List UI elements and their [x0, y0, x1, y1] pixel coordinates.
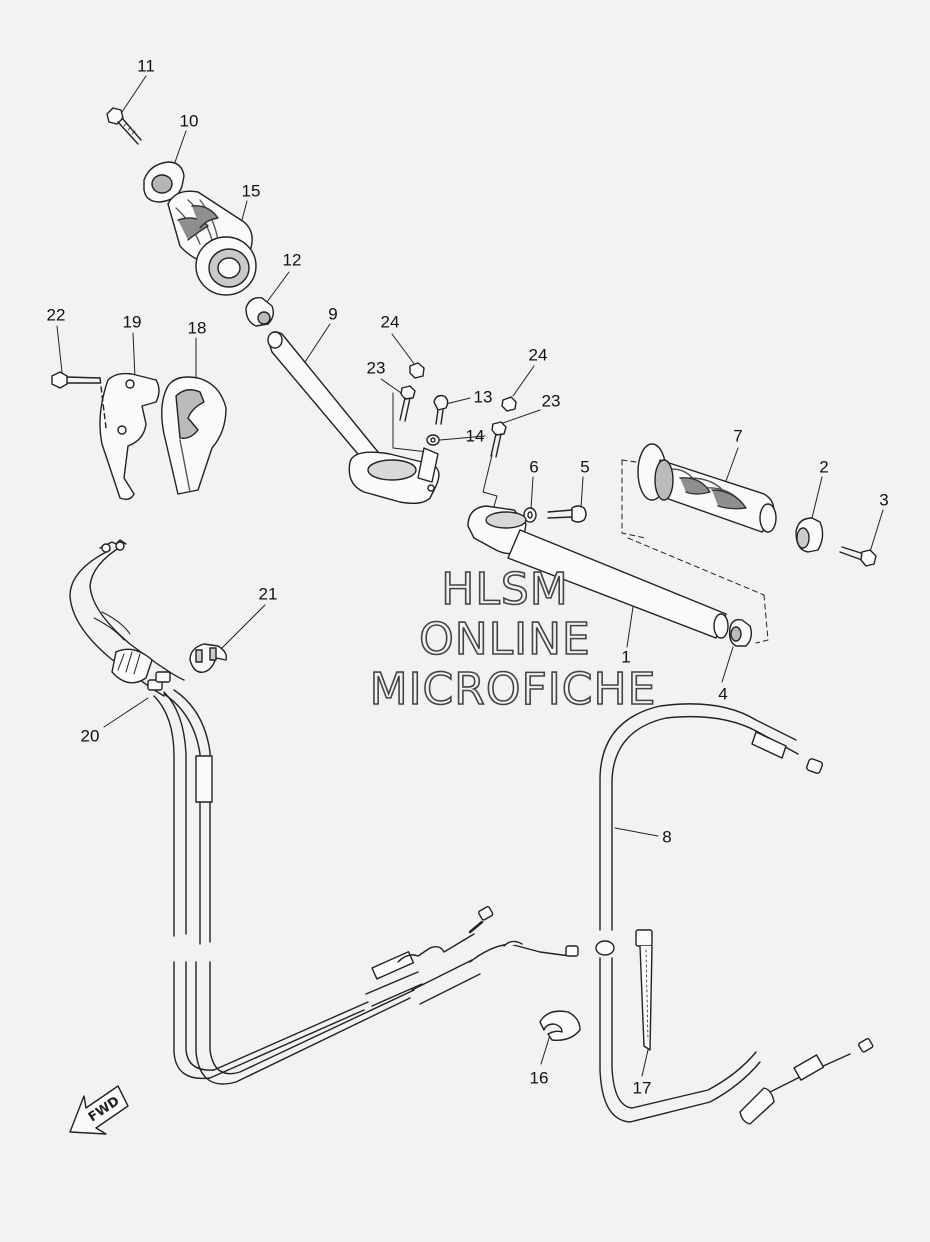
- part-23-bolt-right: [490, 421, 507, 458]
- part-10-bar-end: [143, 161, 185, 203]
- part-24-nut-right: [501, 396, 517, 412]
- reference-lines: [392, 392, 769, 644]
- callout-4: 4: [718, 684, 728, 704]
- callout-12: 12: [282, 250, 302, 270]
- part-7-throttle-grip: [637, 443, 777, 533]
- part-5-bolt: [547, 505, 587, 523]
- callout-16: 16: [529, 1068, 549, 1088]
- callout-13: 13: [473, 387, 493, 407]
- part-20-throttle-cables: [69, 539, 579, 1085]
- callout-20: 20: [80, 726, 100, 746]
- part-18-switch-housing: [161, 376, 227, 495]
- callout-5: 5: [580, 457, 590, 477]
- watermark-line-1: HLSM: [440, 564, 569, 615]
- part-21-clamp: [189, 643, 228, 673]
- callout-2: 2: [819, 457, 829, 477]
- fwd-arrow-icon: FWD: [69, 1085, 129, 1135]
- part-14-washer: [426, 434, 440, 446]
- part-6-washer: [523, 507, 537, 523]
- callout-22: 22: [46, 305, 66, 325]
- callout-24-right: 24: [528, 345, 548, 365]
- part-3-screw: [839, 546, 877, 567]
- callout-7: 7: [733, 426, 743, 446]
- callout-1: 1: [621, 647, 631, 667]
- part-15-grip: [167, 190, 257, 296]
- callout-9: 9: [328, 304, 338, 324]
- leader-lines: [56, 75, 884, 1077]
- part-23-bolt-left: [399, 385, 416, 422]
- watermark-line-3: MICROFICHE: [369, 664, 657, 715]
- callout-17: 17: [632, 1078, 652, 1098]
- callout-23-right: 23: [541, 391, 561, 411]
- callout-23-left: 23: [366, 358, 386, 378]
- part-24-nut-left: [409, 362, 425, 379]
- part-13-bolt: [433, 394, 449, 425]
- callout-8: 8: [662, 827, 672, 847]
- part-8-clutch-cable: [595, 703, 874, 1125]
- part-11-screw: [106, 107, 142, 145]
- part-12-collar: [245, 297, 275, 327]
- watermark-line-2: ONLINE: [418, 614, 591, 665]
- part-19-switch-housing: [99, 372, 160, 501]
- part-2-bar-end: [795, 517, 824, 553]
- callout-14: 14: [465, 426, 485, 446]
- part-22-bolt: [51, 371, 101, 389]
- callout-15: 15: [241, 181, 261, 201]
- callout-11: 11: [137, 56, 155, 76]
- part-9-handlebar: [267, 331, 440, 505]
- callout-21: 21: [258, 584, 278, 604]
- callout-24-left: 24: [380, 312, 400, 332]
- callout-10: 10: [179, 111, 199, 131]
- part-4-collar: [728, 618, 753, 647]
- part-1-handlebar: [467, 505, 729, 639]
- callout-19: 19: [122, 312, 142, 332]
- part-17-cable-tie: [635, 929, 653, 1051]
- callout-18: 18: [187, 318, 207, 338]
- callout-6: 6: [529, 457, 539, 477]
- callout-3: 3: [879, 490, 889, 510]
- part-16-cable-holder: [539, 1010, 581, 1041]
